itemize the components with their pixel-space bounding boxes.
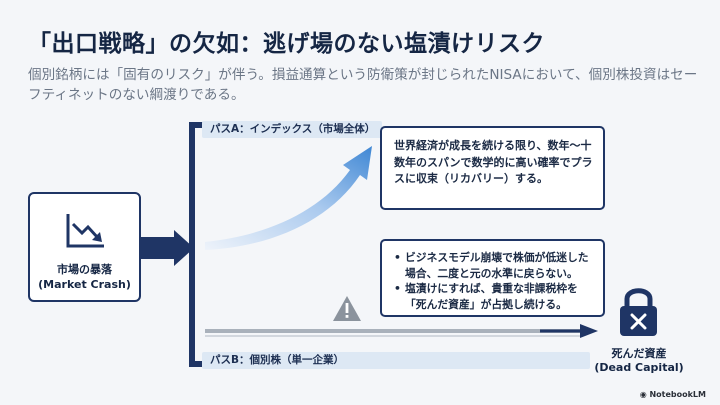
market-crash-label-jp: 市場の暴落 [57, 263, 112, 276]
downtrend-chart-icon [66, 214, 104, 248]
notebooklm-logo-icon: ◉ [639, 390, 650, 399]
dead-capital-label-jp: 死んだ資産 [611, 347, 667, 360]
branch-connector [141, 122, 205, 367]
path-b-label: パスB：個別株（単一企業） [202, 352, 590, 369]
path-b-description-box: ビジネスモデル崩壊で株価が低迷した場合、二度と元の水準に戻らない。 塩漬けにすれ… [380, 239, 605, 317]
market-crash-box [28, 192, 141, 302]
dead-capital-label-en: (Dead Capital) [594, 361, 684, 374]
page-subtitle: 個別銘柄には「固有のリスク」が伴う。損益通算という防衛策が封じられたNISAにお… [28, 67, 698, 103]
flat-arrow [205, 324, 598, 338]
path-a-description-box: 世界経済が成長を続ける限り、数年〜十数年のスパンで数学的に高い確率でプラスに収束… [380, 126, 605, 210]
page-title: 「出口戦略」の欠如：逃げ場のない塩漬けリスク [28, 31, 545, 57]
recovery-arrow [205, 146, 372, 250]
locked-padlock-icon [620, 288, 657, 336]
dead-capital-label: 死んだ資産 (Dead Capital) [594, 347, 684, 375]
warning-icon [333, 296, 361, 321]
path-b-bullet-2: 塩漬けにすれば、貴重な非課税枠を「死んだ資産」が占拠し続ける。 [394, 281, 597, 312]
path-a-label: パスA：インデックス（市場全体） [202, 121, 382, 138]
notebooklm-watermark: ◉ NotebookLM [640, 390, 706, 399]
market-crash-label-en: (Market Crash) [38, 278, 131, 291]
market-crash-label: 市場の暴落 (Market Crash) [28, 262, 141, 292]
footer-label: NotebookLM [649, 390, 706, 399]
path-a-description: 世界経済が成長を続ける限り、数年〜十数年のスパンで数学的に高い確率でプラスに収束… [394, 139, 593, 185]
path-b-bullet-1: ビジネスモデル崩壊で株価が低迷した場合、二度と元の水準に戻らない。 [394, 250, 597, 281]
